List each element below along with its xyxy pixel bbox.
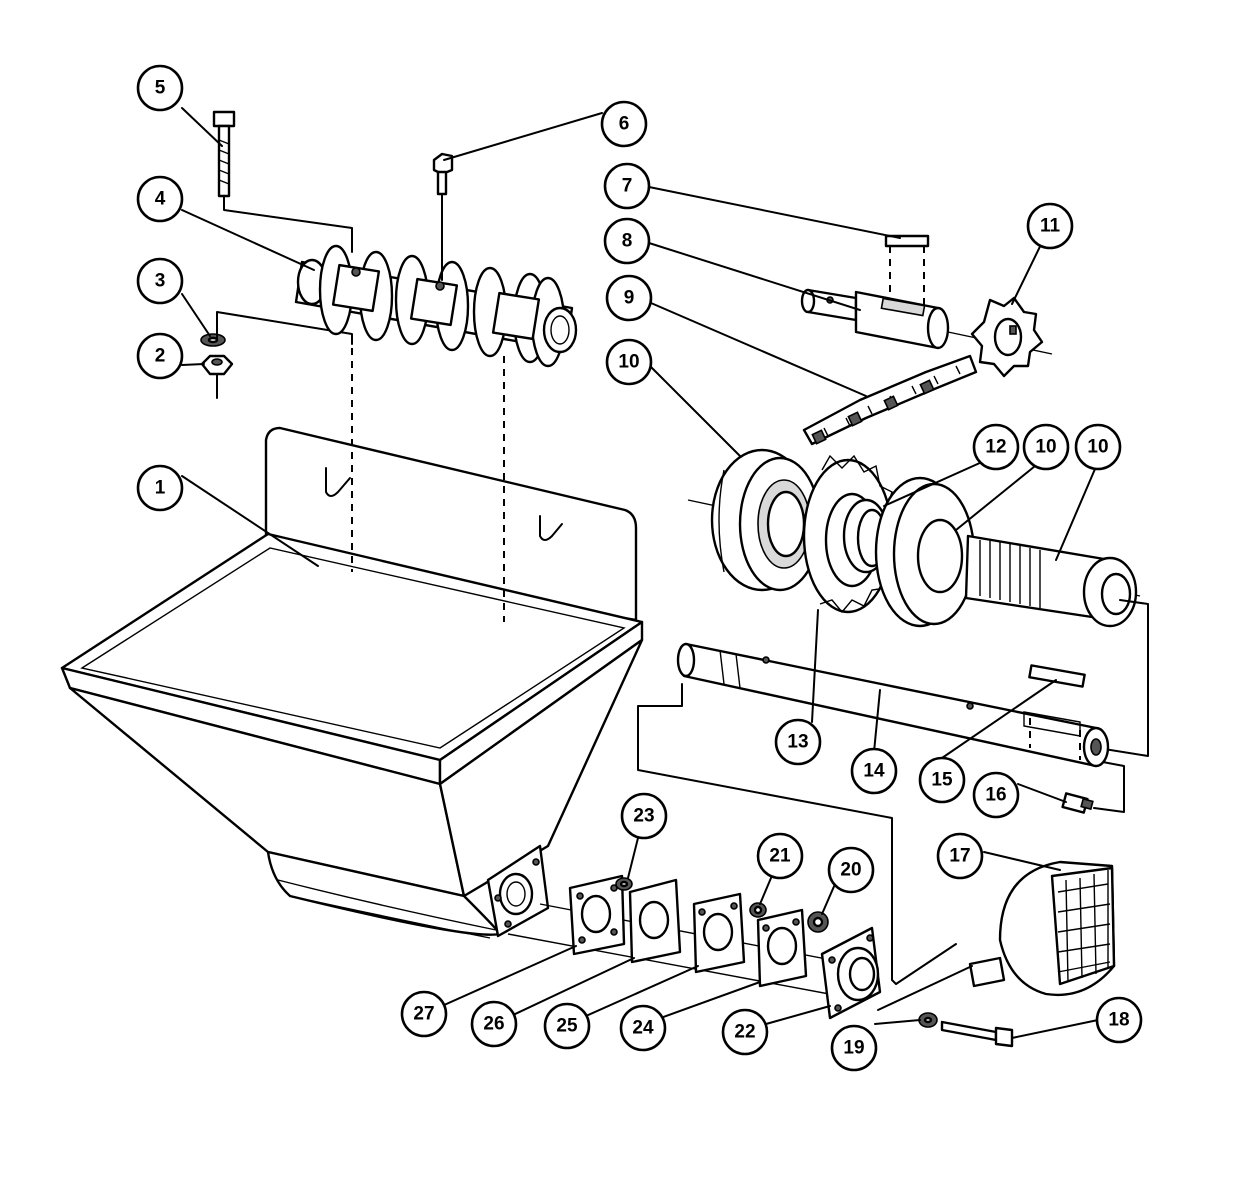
callout-15-label: 15 bbox=[931, 770, 953, 791]
plate-27 bbox=[568, 874, 626, 956]
callout-17-label: 17 bbox=[949, 846, 970, 867]
callout-3: 3 bbox=[136, 257, 184, 305]
hopper bbox=[60, 426, 644, 939]
callout-4-label: 4 bbox=[155, 189, 166, 210]
callout-20: 20 bbox=[827, 846, 875, 894]
callout-16: 16 bbox=[972, 771, 1020, 819]
callout-18-label: 18 bbox=[1108, 1010, 1129, 1031]
guard-washer bbox=[918, 1012, 938, 1028]
small-sprocket bbox=[970, 296, 1044, 378]
seal-ring-21 bbox=[749, 902, 767, 918]
hopper-bolt bbox=[212, 110, 236, 198]
callout-10-left: 10 bbox=[605, 338, 653, 386]
callout-18: 18 bbox=[1095, 996, 1143, 1044]
shaft-frame-path bbox=[637, 683, 897, 985]
callout-21: 21 bbox=[756, 832, 804, 880]
callout-13: 13 bbox=[774, 718, 822, 766]
callout-6: 6 bbox=[600, 100, 648, 148]
grease-fitting bbox=[1061, 792, 1094, 814]
callout-8-label: 8 bbox=[622, 231, 633, 252]
shaft-key bbox=[1028, 664, 1086, 688]
callout-27-label: 27 bbox=[413, 1004, 434, 1025]
callout-1: 1 bbox=[136, 464, 184, 512]
callout-10-left-label: 10 bbox=[618, 352, 639, 373]
callout-8: 8 bbox=[603, 217, 651, 265]
bushing-20 bbox=[807, 911, 829, 933]
callout-14: 14 bbox=[850, 747, 898, 795]
callout-10-middle-label: 10 bbox=[1035, 437, 1056, 458]
plate-25 bbox=[692, 892, 746, 974]
callout-2-label: 2 bbox=[155, 346, 166, 367]
callout-22: 22 bbox=[721, 1008, 769, 1056]
callout-23-label: 23 bbox=[633, 806, 654, 827]
callout-25-label: 25 bbox=[556, 1016, 578, 1037]
callout-1-label: 1 bbox=[155, 478, 166, 499]
callout-27: 27 bbox=[400, 990, 448, 1038]
callout-19: 19 bbox=[830, 1024, 878, 1072]
callout-2: 2 bbox=[136, 332, 184, 380]
callout-19-label: 19 bbox=[843, 1038, 864, 1059]
callout-24: 24 bbox=[619, 1004, 667, 1052]
callout-21-label: 21 bbox=[769, 846, 791, 867]
callout-3-label: 3 bbox=[155, 271, 166, 292]
callout-7-label: 7 bbox=[622, 176, 633, 197]
callout-15: 15 bbox=[918, 756, 966, 804]
callout-11: 11 bbox=[1026, 202, 1074, 250]
washer bbox=[200, 333, 226, 347]
callout-22-label: 22 bbox=[734, 1022, 755, 1043]
guard-frame-path bbox=[877, 943, 973, 1011]
callout-4: 4 bbox=[136, 175, 184, 223]
assembly-frame-path bbox=[1091, 599, 1149, 813]
callout-10-right: 10 bbox=[1074, 423, 1122, 471]
callout-5: 5 bbox=[136, 64, 184, 112]
callout-10-right-label: 10 bbox=[1087, 437, 1108, 458]
flange-bearing-22 bbox=[820, 926, 882, 1020]
callout-20-label: 20 bbox=[840, 860, 861, 881]
callout-26: 26 bbox=[470, 1000, 518, 1048]
bearing-sleeve bbox=[964, 534, 1138, 628]
callout-12: 12 bbox=[972, 423, 1020, 471]
callout-12-label: 12 bbox=[985, 437, 1006, 458]
callout-6-label: 6 bbox=[619, 114, 630, 135]
callout-26-label: 26 bbox=[483, 1014, 504, 1035]
callout-24-label: 24 bbox=[632, 1018, 654, 1039]
callout-16-label: 16 bbox=[985, 785, 1006, 806]
callout-14-label: 14 bbox=[863, 761, 885, 782]
hex-nut bbox=[200, 354, 234, 376]
bearing-right bbox=[874, 476, 976, 628]
callout-9: 9 bbox=[605, 274, 653, 322]
callout-17: 17 bbox=[936, 832, 984, 880]
drive-key bbox=[884, 234, 930, 310]
guard-bolt bbox=[940, 1020, 1014, 1048]
roller-chain bbox=[802, 354, 978, 446]
bolt-leader-path bbox=[223, 195, 353, 253]
callout-9-label: 9 bbox=[624, 288, 635, 309]
drive-shaft bbox=[800, 288, 1053, 355]
nut-leader-path bbox=[216, 311, 353, 399]
main-shaft bbox=[676, 642, 1110, 768]
callout-7: 7 bbox=[603, 162, 651, 210]
gasket-26 bbox=[628, 878, 682, 964]
o-ring-23 bbox=[615, 877, 633, 891]
callout-11-label: 11 bbox=[1040, 216, 1061, 237]
callout-25: 25 bbox=[543, 1002, 591, 1050]
callout-13-label: 13 bbox=[787, 732, 808, 753]
gasket-24 bbox=[756, 908, 808, 988]
callout-23: 23 bbox=[620, 792, 668, 840]
auger bbox=[294, 244, 578, 368]
callout-10-middle: 10 bbox=[1022, 423, 1070, 471]
guard bbox=[968, 860, 1116, 997]
callout-5-label: 5 bbox=[155, 78, 166, 99]
